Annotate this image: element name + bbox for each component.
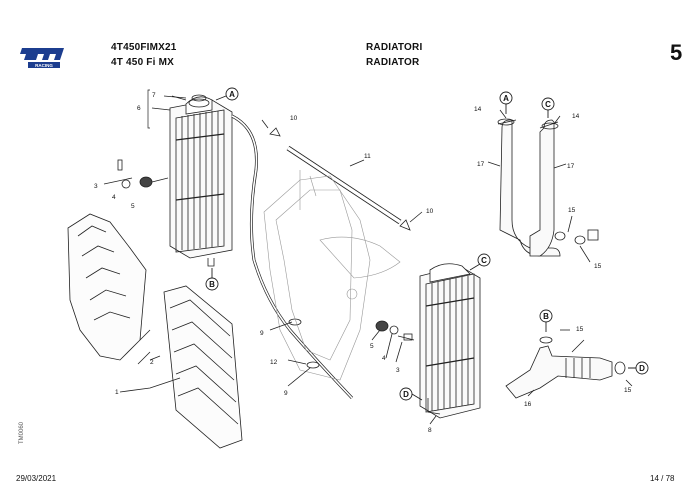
footer-page: 14 / 78	[650, 474, 675, 483]
drawing-code: TM0060	[19, 421, 25, 444]
label-part-12: 12	[270, 359, 278, 366]
label-part-17-left: 17	[477, 161, 485, 168]
callout-b-pipe: B	[543, 312, 549, 321]
label-part-9-upper: 9	[260, 330, 264, 337]
label-part-14-left: 14	[474, 106, 482, 113]
radiator-shroud-left	[67, 213, 151, 361]
left-radiator	[169, 94, 233, 267]
label-part-9-lower: 9	[284, 390, 288, 397]
callout-a-left: A	[229, 90, 235, 99]
model-code: 4T450FIMX21	[111, 42, 177, 53]
label-part-15-lower: 15	[594, 263, 602, 270]
label-part-2: 2	[150, 359, 154, 366]
label-part-16: 16	[524, 401, 532, 408]
label-part-8: 8	[428, 427, 432, 434]
label-part-15-end: 15	[624, 387, 632, 394]
hose-17	[497, 118, 561, 257]
callout-a-hose: A	[503, 94, 509, 103]
title-english: RADIATOR	[366, 57, 420, 68]
frame-outline	[263, 170, 401, 381]
fasteners-right	[371, 320, 415, 363]
label-part-5-right: 5	[370, 343, 374, 350]
right-radiator	[419, 263, 481, 419]
label-part-11: 11	[364, 153, 371, 160]
label-part-15-upper: 15	[568, 207, 576, 214]
label-part-5-left: 5	[131, 203, 135, 210]
label-part-15-pipe: 15	[576, 326, 584, 333]
label-part-14-right: 14	[572, 113, 580, 120]
callout-d-right: D	[403, 390, 409, 399]
label-part-4-right: 4	[382, 355, 386, 362]
section-number: 5	[670, 40, 683, 65]
label-part-3-right: 3	[396, 367, 400, 374]
y-pipe	[505, 336, 633, 399]
part-labels: 1 2 3 4 5 6 7 10 11 10 9 12 9 5 4 3 8 14…	[94, 92, 632, 434]
label-part-17-right: 17	[567, 163, 575, 170]
label-part-10-right: 10	[426, 208, 434, 215]
callout-b-left: B	[209, 280, 215, 289]
brand-logo: RACING	[20, 44, 66, 70]
label-part-1: 1	[115, 389, 119, 396]
label-part-6: 6	[137, 105, 141, 112]
label-part-4-left: 4	[112, 194, 116, 201]
svg-text:RACING: RACING	[35, 63, 53, 68]
label-part-10-left: 10	[290, 115, 298, 122]
label-part-7: 7	[152, 92, 156, 99]
callout-d-pipe: D	[639, 364, 645, 373]
model-name: 4T 450 Fi MX	[111, 57, 174, 68]
callout-c-hose: C	[545, 100, 551, 109]
title-italian: RADIATORI	[366, 42, 423, 53]
tm-logo-icon: RACING	[20, 48, 64, 68]
fasteners-left	[103, 159, 169, 189]
footer-date: 29/03/2021	[16, 474, 57, 483]
radiator-grille	[163, 285, 243, 449]
callout-c-right: C	[481, 256, 487, 265]
label-part-3-left: 3	[94, 183, 98, 190]
callout-markers: A B C D A C B D	[205, 87, 649, 401]
